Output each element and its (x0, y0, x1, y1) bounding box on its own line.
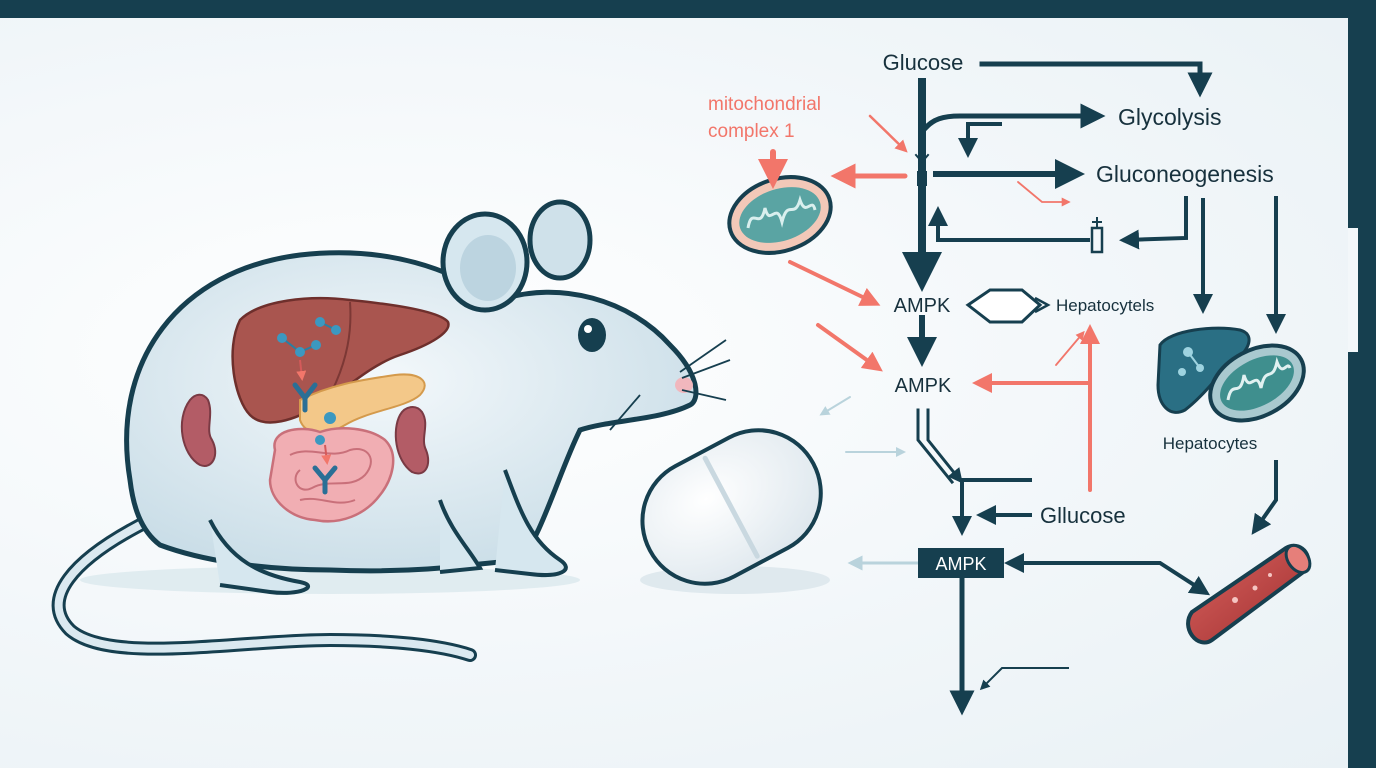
label-mito-line1: mitochondrial (708, 94, 821, 115)
mouse-eye (578, 318, 606, 352)
label-hepatocytes: Hepatocytes (1163, 434, 1258, 453)
kidney-right (394, 406, 430, 475)
label-ampk-3: AMPK (935, 554, 986, 574)
right-border-bar (1348, 0, 1376, 768)
arrow-to-glycolysis (918, 103, 1106, 136)
mouse-organs (180, 296, 450, 523)
dark-arrows (902, 61, 1286, 716)
diagram-labels: Glucose mitochondrial complex 1 Glycolys… (708, 50, 1274, 574)
hexagon-shape (965, 288, 1051, 324)
mouse-whiskers (609, 339, 731, 431)
top-border-bar (0, 0, 1376, 18)
pill-illustration (640, 428, 830, 594)
label-gluconeogenesis: Gluconeogenesis (1096, 161, 1274, 187)
mouse-front-leg (494, 469, 568, 577)
ampk-box (918, 548, 1004, 578)
label-ampk-1: AMPK (894, 295, 951, 317)
kidney-left (180, 393, 217, 467)
liver (231, 296, 450, 424)
label-hepatocytels: Hepatocytels (1056, 296, 1154, 315)
receptor-icon (292, 359, 338, 495)
molecule-icon (277, 317, 341, 357)
mouse-nose (675, 377, 693, 393)
mouse-back-ear (527, 199, 593, 281)
mouse-illustration (51, 199, 731, 662)
salmon-arrows (758, 114, 1100, 492)
mitochondrion-icon-right (1208, 343, 1306, 423)
right-bar-notch (1348, 228, 1358, 352)
arrow-feedback-to-ampk2 (972, 373, 1092, 492)
label-ampk-2: AMPK (895, 375, 952, 397)
light-arrows (819, 396, 920, 571)
arrow-glucose-right (979, 61, 1213, 98)
blood-vessel-icon (1186, 543, 1312, 645)
mouse-hind-leg (208, 519, 310, 595)
label-glycolysis: Glycolysis (1118, 104, 1222, 130)
mouse-shadow (80, 566, 580, 594)
mitochondrion-icon (727, 175, 833, 255)
label-glucose-bottom: Gllucose (1040, 503, 1126, 528)
label-mito-line2: complex 1 (708, 121, 795, 142)
label-glucose-top: Glucose (883, 50, 964, 75)
